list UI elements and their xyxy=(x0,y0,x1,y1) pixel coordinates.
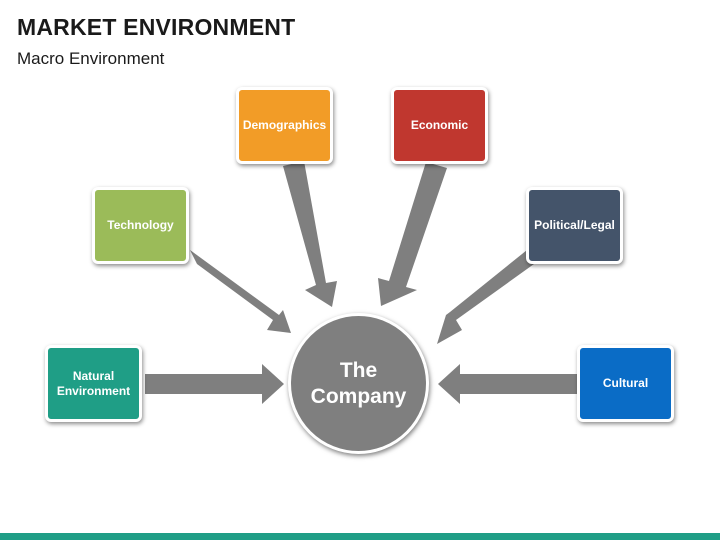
arrow-political xyxy=(437,250,534,344)
factor-economic-label: Economic xyxy=(410,118,469,132)
factor-natural-environment: Natural Environment xyxy=(45,345,142,422)
factor-technology-label: Technology xyxy=(107,218,174,232)
footer-bar xyxy=(0,533,720,540)
factor-demographics: Demographics xyxy=(236,87,333,164)
arrow-cultural xyxy=(438,364,577,404)
factor-economic: Economic xyxy=(391,87,488,164)
arrow-technology xyxy=(190,250,291,333)
factor-natural-environment-label: Natural Environment xyxy=(56,368,131,398)
company-circle: The Company xyxy=(288,313,429,454)
factor-technology: Technology xyxy=(92,187,189,264)
slide-subtitle: Macro Environment xyxy=(17,49,165,68)
factor-demographics-label: Demographics xyxy=(242,118,327,132)
factor-political-legal: Political/Legal xyxy=(526,187,623,264)
arrow-natural xyxy=(145,364,284,404)
slide-title: MARKET ENVIRONMENT xyxy=(17,14,296,40)
factor-cultural: Cultural xyxy=(577,345,674,422)
arrow-economic xyxy=(378,162,447,306)
factor-political-legal-label: Political/Legal xyxy=(534,218,615,232)
factor-cultural-label: Cultural xyxy=(602,376,649,390)
arrow-demographics xyxy=(283,161,337,307)
company-label: The Company xyxy=(310,358,407,408)
